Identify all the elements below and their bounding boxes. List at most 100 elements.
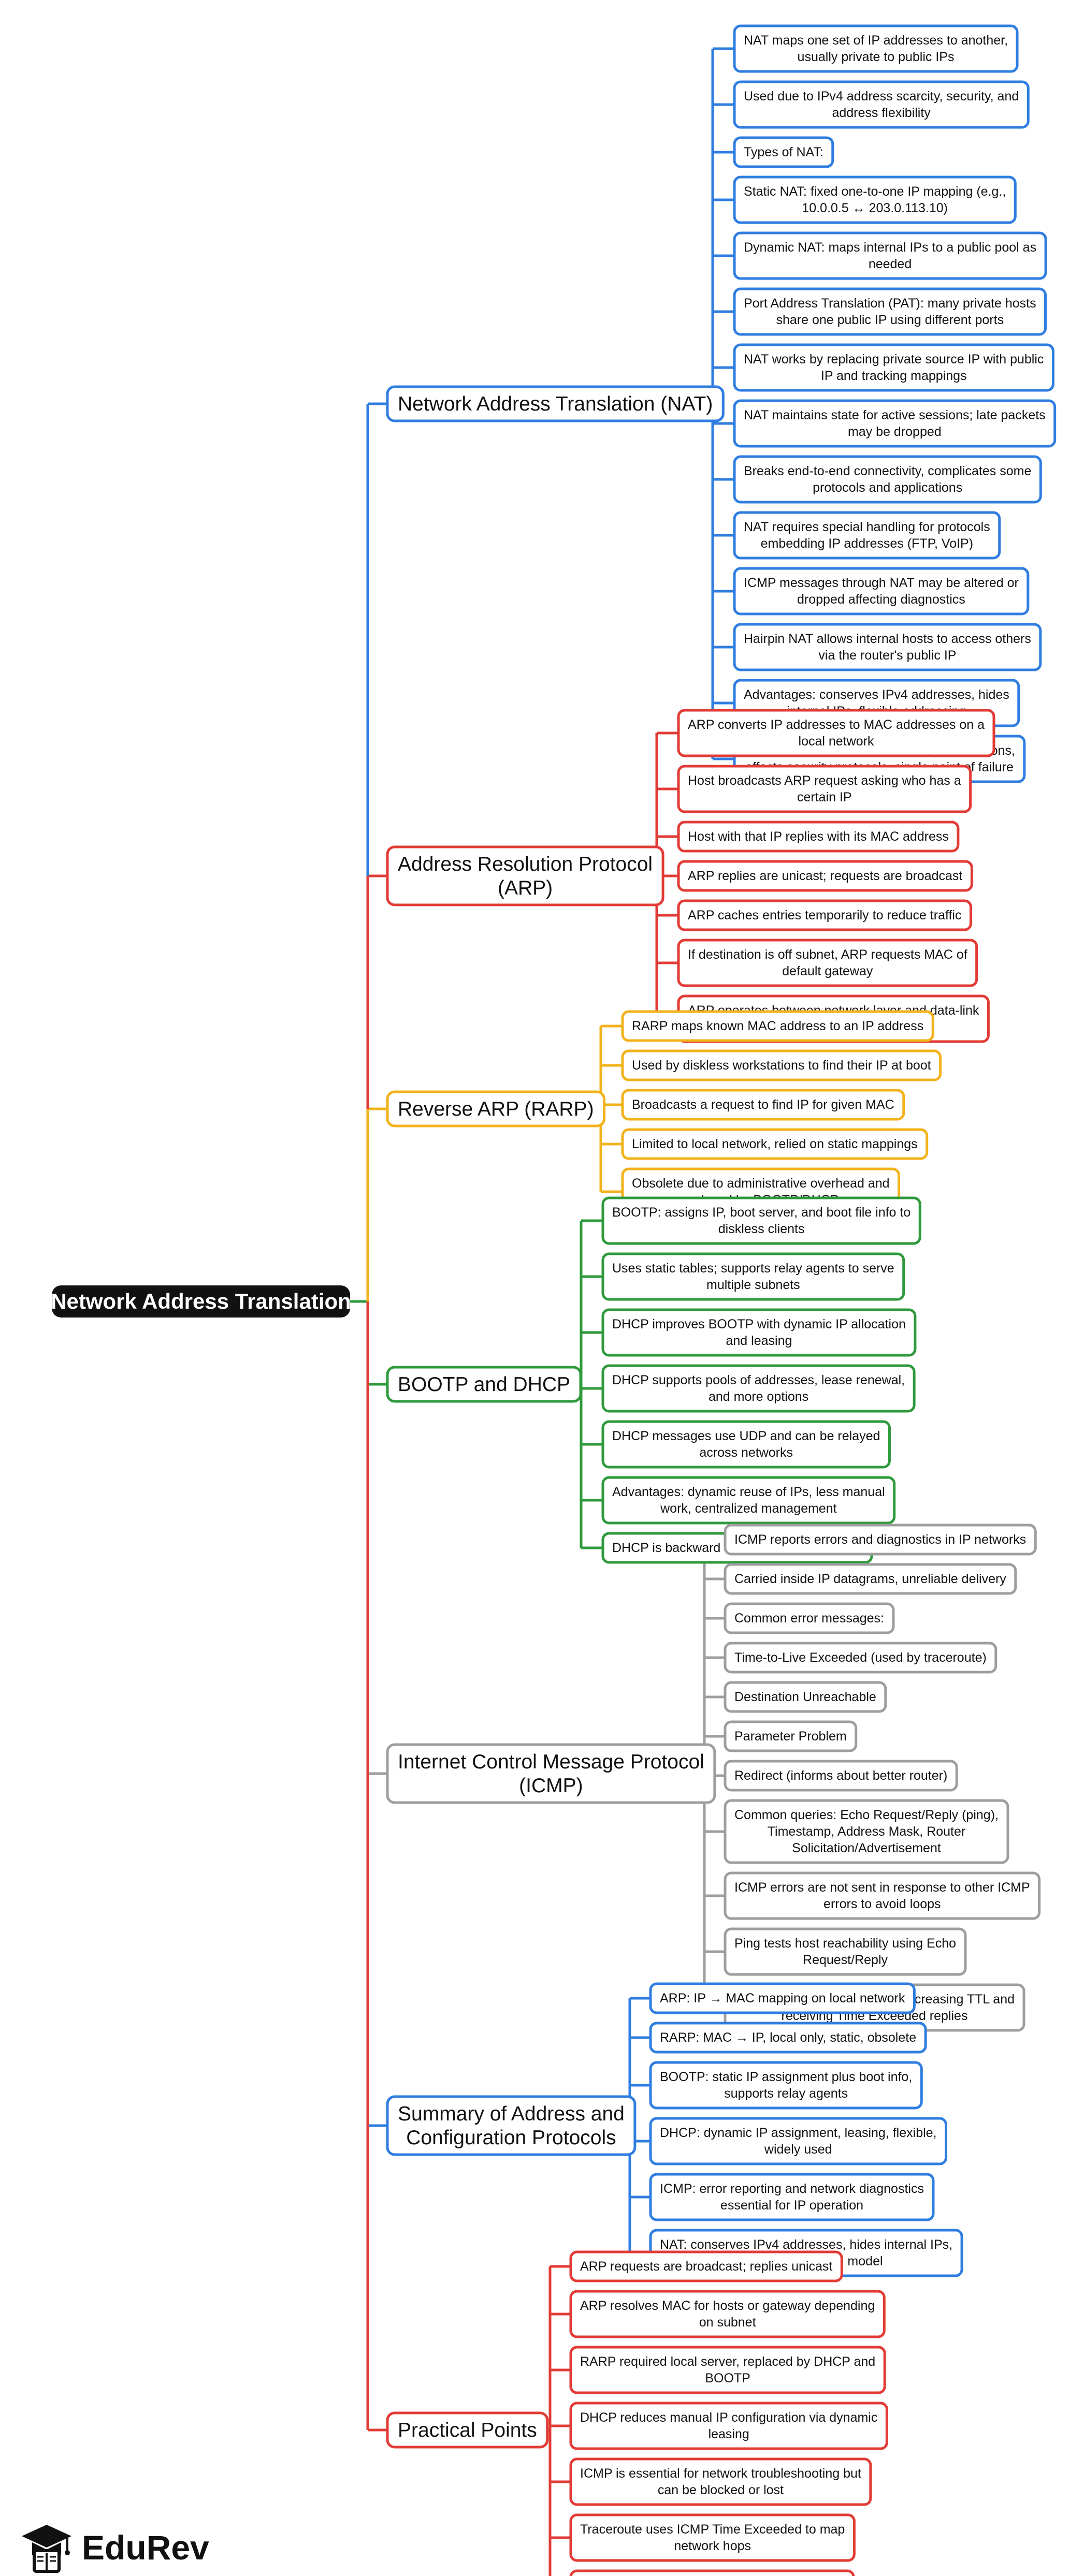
leaf-text: Port Address Translation (PAT): many pri… [744,296,1036,311]
leaf-text: Host with that IP replies with its MAC a… [688,829,949,844]
leaf-text: share one public IP using different port… [776,313,1004,327]
branch-label: Configuration Protocols [406,2127,616,2149]
leaf-text: Uses static tables; supports relay agent… [612,1261,894,1276]
connector-lines [350,47,734,2576]
leaf-text: Parameter Problem [734,1729,847,1744]
leaf-node: NAT maintains state for active sessions;… [733,399,1057,448]
leaf-text: RARP: MAC → IP, local only, static, obso… [660,2030,916,2045]
leaf-text: supports relay agents [724,2086,848,2101]
branch-node-box [386,2411,549,2449]
brand-logo: EduRev [20,2519,209,2576]
leaf-text: diskless clients [718,1222,805,1236]
leaf-text: Traceroute uses ICMP Time Exceeded to ma… [580,2522,845,2537]
leaf-node: DHCP improves BOOTP with dynamic IP allo… [601,1308,917,1357]
leaf-text: ARP requests are broadcast; replies unic… [580,2259,832,2274]
leaf-node: Uses static tables; supports relay agent… [601,1252,905,1301]
leaf-text: can be blocked or lost [658,2483,784,2497]
leaf-text: ARP: IP → MAC mapping on local network [660,1991,905,2006]
leaf-text: Request/Reply [803,1953,888,1967]
leaf-node: ARP converts IP addresses to MAC address… [677,709,995,757]
leaf-text: ICMP reports errors and diagnostics in I… [734,1532,1026,1547]
leaf-text: Ping tests host reachability using Echo [734,1936,956,1951]
leaf-node: ARP replies are unicast; requests are br… [677,860,973,892]
leaf-node: ARP caches entries temporarily to reduce… [677,899,972,931]
leaf-node: Redirect (informs about better router) [724,1760,958,1792]
branch-node-box [386,1090,606,1128]
leaf-text: needed [869,257,912,271]
leaf-text: ICMP: error reporting and network diagno… [660,2182,924,2196]
leaf-text: IP and tracking mappings [821,369,967,383]
branch-label: BOOTP and DHCP [398,1373,570,1396]
leaf-text: may be dropped [848,425,942,439]
branch-node-box [386,845,664,906]
leaf-text: Solicitation/Advertisement [792,1841,941,1855]
leaf-text: Redirect (informs about better router) [734,1768,947,1783]
leaf-node: Common queries: Echo Request/Reply (ping… [724,1799,1009,1864]
leaf-text: Hairpin NAT allows internal hosts to acc… [744,632,1031,646]
leaf-text: dropped affecting diagnostics [797,592,965,607]
leaf-node: Advantages: dynamic reuse of IPs, less m… [601,1476,896,1525]
branch-node-box [386,385,725,422]
branch-label: Summary of Address and [398,2103,625,2125]
branch-label: Internet Control Message Protocol [398,1751,704,1773]
leaf-text: BOOTP: assigns IP, boot server, and boot… [612,1205,910,1220]
leaf-text: ARP replies are unicast; requests are br… [688,869,962,883]
leaf-text: NAT maps one set of IP addresses to anot… [744,33,1008,48]
branch-icmp: ICMP reports errors and diagnostics in I… [386,1524,1041,2032]
branch-node-box [386,1366,582,1403]
leaf-text: Timestamp, Address Mask, Router [768,1824,966,1839]
leaf-text: ICMP messages through NAT may be altered… [744,576,1019,590]
leaf-node: BOOTP: static IP assignment plus boot in… [649,2061,923,2110]
leaf-node: DHCP: dynamic IP assignment, leasing, fl… [649,2117,947,2165]
branch-summary: ARP: IP → MAC mapping on local networkRA… [386,1982,963,2277]
leaf-node: Parameter Problem [724,1720,858,1752]
leaf-text: ARP resolves MAC for hosts or gateway de… [580,2299,875,2313]
branch-label: Network Address Translation (NAT) [398,393,713,415]
leaf-text: certain IP [797,790,852,804]
leaf-text: Advantages: conserves IPv4 addresses, hi… [744,687,1009,702]
leaf-node: DHCP supports pools of addresses, lease … [601,1364,916,1413]
leaf-text: Static NAT: fixed one-to-one IP mapping … [744,184,1006,199]
leaf-text: multiple subnets [706,1278,800,1292]
leaf-node: Limited to local network, relied on stat… [621,1128,929,1160]
leaf-text: network hops [674,2539,751,2553]
leaf-node: ICMP reports errors and diagnostics in I… [724,1524,1037,1556]
nodes: Network Address Translation NAT maps one … [51,24,1057,2576]
leaf-node: If destination is off subnet, ARP reques… [677,939,978,987]
leaf-text: usually private to public IPs [798,50,955,64]
leaf-text: work, centralized management [660,1501,836,1516]
leaf-node: Types of NAT: [733,136,834,168]
leaf-text: Types of NAT: [744,145,823,159]
leaf-text: NAT works by replacing private source IP… [744,352,1044,367]
branch-label: Reverse ARP (RARP) [398,1098,594,1120]
root-label: Network Address Translation [51,1289,351,1313]
leaf-text: Used by diskless workstations to find th… [632,1058,931,1073]
leaf-text: Common queries: Echo Request/Reply (ping… [734,1808,999,1822]
leaf-node: DHCP messages use UDP and can be relayed… [601,1420,891,1469]
leaf-text: Time-to-Live Exceeded (used by tracerout… [734,1650,987,1665]
leaf-node: DHCP reduces manual IP configuration via… [569,2402,888,2450]
leaf-text: If destination is off subnet, ARP reques… [688,947,967,962]
leaf-text: via the router's public IP [818,648,956,663]
leaf-text: 10.0.0.5 ↔ 203.0.113.10) [802,201,948,215]
leaf-text: BOOTP: static IP assignment plus boot in… [660,2070,912,2084]
leaf-node: Broadcasts a request to find IP for give… [621,1089,905,1121]
leaf-text: and more options [709,1389,808,1404]
leaf-node: Hairpin NAT allows internal hosts to acc… [733,623,1042,671]
branch-practical: ARP requests are broadcast; replies unic… [386,2250,888,2576]
leaf-node: Port Address Translation (PAT): many pri… [733,287,1047,336]
leaf-text: NAT requires special handling for protoc… [744,520,990,534]
branch-nat: NAT maps one set of IP addresses to anot… [386,24,1057,783]
leaf-node: Traceroute uses ICMP Time Exceeded to ma… [569,2513,856,2562]
leaf-text: BOOTP [705,2371,750,2385]
leaf-text: and leasing [726,1334,792,1348]
branch-label: (ICMP) [519,1775,583,1797]
leaf-node: Breaks end-to-end connectivity, complica… [733,455,1042,504]
leaf-node: ICMP messages through NAT may be altered… [733,567,1030,616]
leaf-node: Common error messages: [724,1602,895,1634]
leaf-node: Used due to IPv4 address scarcity, secur… [733,80,1030,129]
leaf-node: ICMP is essential for network troublesho… [569,2457,872,2506]
leaf-node: ARP requests are broadcast; replies unic… [569,2250,843,2282]
leaf-node: Static NAT: fixed one-to-one IP mapping … [733,175,1017,224]
